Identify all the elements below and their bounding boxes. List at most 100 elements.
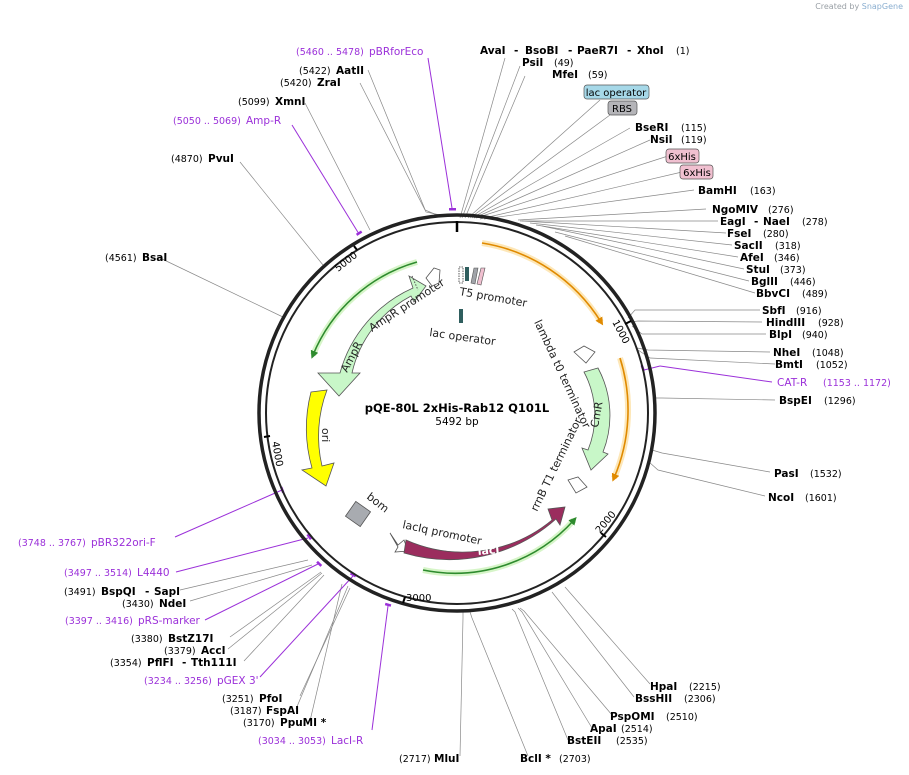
his-badge-2 [679, 164, 714, 180]
site-apai[interactable]: ApaI [590, 723, 617, 735]
site-nhei[interactable]: NheI [773, 347, 800, 359]
primer-pbrforeco-pos: (5460 .. 5478) [296, 47, 364, 58]
site-pspomi[interactable]: PspOMI [610, 711, 655, 723]
site-bbvci-pos: (489) [802, 289, 828, 300]
site-apai-pos: (2514) [621, 724, 653, 735]
site-afei[interactable]: AfeI [740, 252, 764, 264]
site-psii-pos: (49) [554, 58, 574, 69]
site-bstz17i[interactable]: BstZ17I [168, 633, 213, 645]
site-mlui[interactable]: MluI [434, 753, 459, 765]
site-blpi[interactable]: BlpI [769, 329, 792, 341]
site-zrai-pos: (5420) [280, 78, 312, 89]
site-pasi-pos: (1532) [810, 469, 842, 480]
site-acci[interactable]: AccI [201, 645, 225, 657]
site-bsshii[interactable]: BssHII [635, 693, 672, 705]
site-dash-1: - [514, 45, 518, 57]
primer-lacir[interactable]: LacI-R [331, 735, 363, 747]
site-fsei[interactable]: FseI [727, 228, 751, 240]
site-pvui[interactable]: PvuI [208, 153, 234, 165]
laci-label: lacI [477, 543, 500, 558]
primer-pgex3[interactable]: pGEX 3' [217, 675, 259, 687]
site-fspai[interactable]: FspAI [266, 705, 299, 717]
cmr-label: CmR [588, 400, 605, 428]
site-bcli[interactable]: BclI * [520, 753, 551, 765]
primer-lines [174, 57, 773, 731]
site-hindiii[interactable]: HindIII [766, 317, 805, 329]
site-psii[interactable]: PsiI [522, 57, 543, 69]
site-xmni[interactable]: XmnI [275, 96, 305, 108]
primer-l4440-pos: (3497 .. 3514) [64, 568, 132, 579]
site-paer7i[interactable]: PaeR7I [577, 45, 618, 57]
site-ngomiv-pos: (276) [768, 205, 794, 216]
site-pfoi[interactable]: PfoI [259, 693, 282, 705]
site-aatii-pos: (5422) [299, 66, 331, 77]
t5-promoter-label: T5 promoter [457, 285, 528, 310]
site-bsobi[interactable]: BsoBI [525, 45, 558, 57]
site-bglii[interactable]: BglII [751, 276, 778, 288]
site-sbfi[interactable]: SbfI [762, 305, 786, 317]
site-zrai[interactable]: ZraI [317, 77, 341, 89]
site-bspei[interactable]: BspEI [779, 395, 812, 407]
site-acci-pos: (3379) [164, 646, 196, 657]
orf-arc-1 [481, 240, 604, 324]
primer-l4440[interactable]: L4440 [137, 567, 170, 579]
primer-prsmarker[interactable]: pRS-marker [138, 615, 201, 627]
plasmid-length: 5492 bp [435, 416, 479, 428]
site-bmti[interactable]: BmtI [775, 359, 803, 371]
site-hpai[interactable]: HpaI [650, 681, 677, 693]
site-pflfi[interactable]: PflFI [147, 657, 174, 669]
site-bsai-pos: (4561) [105, 253, 137, 264]
site-bstz17i-pos: (3380) [131, 634, 163, 645]
site-eagi[interactable]: EagI [720, 216, 746, 228]
primer-prsmarker-pos: (3397 .. 3416) [65, 616, 133, 627]
t5-promoter-cluster [458, 266, 486, 286]
primer-pbrforeco[interactable]: pBRforEco [369, 46, 423, 58]
site-bsteii[interactable]: BstEII [567, 735, 601, 747]
site-ncoi[interactable]: NcoI [768, 492, 794, 504]
ori-feature [300, 389, 335, 487]
site-naei[interactable]: NaeI [763, 216, 790, 228]
primer-ampr-pos: (5050 .. 5069) [173, 116, 241, 127]
site-avai[interactable]: AvaI [480, 45, 506, 57]
site-afei-pos: (346) [774, 253, 800, 264]
snapgene-credit: Created by SnapGene [815, 2, 903, 11]
site-tth111i[interactable]: Tth111I [191, 657, 236, 669]
site-nhei-pos: (1048) [812, 348, 844, 359]
site-bamhi[interactable]: BamHI [698, 185, 737, 197]
site-hindiii-pos: (928) [818, 318, 844, 329]
site-xhoi-pos: (1) [676, 46, 689, 57]
rrnb-terminator-label: rrnB T1 terminator [528, 415, 585, 513]
ampr-promoter-dots [411, 275, 419, 291]
site-bseri[interactable]: BseRI [635, 122, 668, 134]
site-stui[interactable]: StuI [746, 264, 770, 276]
site-pasi[interactable]: PasI [774, 468, 799, 480]
lac-operator-badge [583, 84, 650, 100]
site-ngomiv[interactable]: NgoMIV [712, 204, 759, 216]
primer-catr[interactable]: CAT-R [777, 377, 807, 389]
site-bspei-pos: (1296) [824, 396, 856, 407]
site-bbvci[interactable]: BbvCI [756, 288, 790, 300]
site-aatii[interactable]: AatII [336, 65, 364, 77]
bom-feature [344, 500, 372, 528]
site-sacii[interactable]: SacII [734, 240, 763, 252]
primer-pbr322ori[interactable]: pBR322ori-F [91, 537, 156, 549]
lac-operator-inner-label: lac operator [429, 326, 497, 348]
site-xhoi[interactable]: XhoI [637, 45, 664, 57]
site-bsai[interactable]: BsaI [142, 252, 167, 264]
site-bspqi[interactable]: BspQI [101, 586, 136, 598]
site-nsii[interactable]: NsiI [650, 134, 673, 146]
site-xmni-pos: (5099) [238, 97, 270, 108]
site-pspomi-pos: (2510) [666, 712, 698, 723]
site-dash-2: - [568, 45, 572, 57]
site-ppumi[interactable]: PpuMI * [280, 717, 327, 729]
site-sapi[interactable]: SapI [154, 586, 180, 598]
tick-marks [263, 245, 632, 604]
site-mfei[interactable]: MfeI [552, 69, 578, 81]
site-ppumi-pos: (3170) [243, 718, 275, 729]
his-badge-1 [665, 148, 700, 164]
site-naei-pos: (278) [802, 217, 828, 228]
primer-ampr[interactable]: Amp-R [246, 115, 281, 127]
site-dash-5: - [182, 657, 186, 669]
site-ndei[interactable]: NdeI [159, 598, 186, 610]
